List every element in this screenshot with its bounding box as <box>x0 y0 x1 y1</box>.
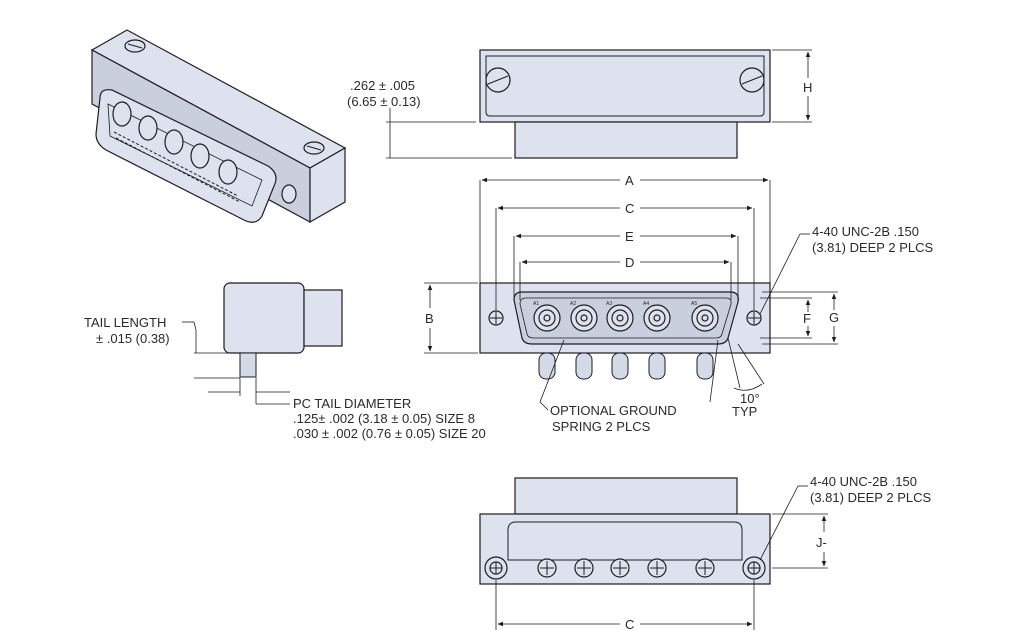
iso-contacts <box>112 101 241 203</box>
contact-label: A2 <box>570 301 576 307</box>
side-view: TAIL LENGTH ± .015 (0.38) PC TAIL DIAMET… <box>84 282 486 441</box>
contact-2: A2 <box>570 301 598 332</box>
tail-diameter-size8: .125± .002 (3.18 ± 0.05) SIZE 8 <box>293 411 475 426</box>
dim-j-label: J- <box>816 535 827 550</box>
tail-diameter-title: PC TAIL DIAMETER <box>293 396 411 411</box>
bottom-pin-4 <box>647 558 667 578</box>
thickness-dim-in: .262 ± .005 <box>350 78 415 93</box>
pc-tail-array <box>538 352 714 380</box>
dim-f-label: F <box>803 311 811 326</box>
ground-spring-note-2: SPRING 2 PLCS <box>552 419 651 434</box>
bottom-pin-array <box>537 558 715 578</box>
tail-length-label: TAIL LENGTH <box>84 315 166 330</box>
dim-b-label: B <box>425 311 434 326</box>
dim-h-label: H <box>803 80 812 95</box>
bottom-pin-5 <box>695 558 715 578</box>
front-view: A1 A2 A3 A4 A5 A C E D B <box>424 173 933 434</box>
top-view: .262 ± .005 (6.65 ± 0.13) H <box>347 49 812 159</box>
bottom-view: 4-40 UNC-2B .150 (3.81) DEEP 2 PLCS J- C <box>479 474 931 632</box>
contact-label: A1 <box>533 301 539 307</box>
ground-spring-note-1: OPTIONAL GROUND <box>550 403 677 418</box>
dim-c-label: C <box>625 201 634 216</box>
bottom-thread-note-1: 4-40 UNC-2B .150 <box>810 474 917 489</box>
pc-tail-3 <box>611 352 629 380</box>
bottom-thread-note-2: (3.81) DEEP 2 PLCS <box>810 490 931 505</box>
thickness-dim-mm: (6.65 ± 0.13) <box>347 94 421 109</box>
tail-diameter-size20: .030 ± .002 (0.76 ± 0.05) SIZE 20 <box>293 426 486 441</box>
bottom-pin-3 <box>610 558 630 578</box>
pc-tail-2 <box>575 352 593 380</box>
bottom-pin-2 <box>574 558 594 578</box>
pc-tail-5 <box>696 352 714 380</box>
bottom-dim-c-label: C <box>625 617 634 632</box>
contact-1: A1 <box>533 301 561 332</box>
isometric-view <box>90 29 347 224</box>
pc-tail-4 <box>648 352 666 380</box>
angle-note-1: 10° <box>740 391 760 406</box>
dim-d-label: D <box>625 255 634 270</box>
contact-array: A1 A2 A3 A4 A5 <box>533 301 719 332</box>
contact-label: A5 <box>691 301 697 307</box>
front-thread-note-1: 4-40 UNC-2B .150 <box>812 224 919 239</box>
bottom-pin-1 <box>537 558 557 578</box>
contact-3: A3 <box>606 301 634 332</box>
front-thread-note-2: (3.81) DEEP 2 PLCS <box>812 240 933 255</box>
tail-length-tol: ± .015 (0.38) <box>96 331 170 346</box>
contact-label: A3 <box>606 301 612 307</box>
angle-note-2: TYP <box>732 404 757 419</box>
dim-a-label: A <box>625 173 634 188</box>
contact-5: A5 <box>691 301 719 332</box>
contact-label: A4 <box>643 301 649 307</box>
contact-4: A4 <box>643 301 671 332</box>
dim-g-label: G <box>829 310 839 325</box>
pc-tail-1 <box>538 352 556 380</box>
dim-e-label: E <box>625 229 634 244</box>
